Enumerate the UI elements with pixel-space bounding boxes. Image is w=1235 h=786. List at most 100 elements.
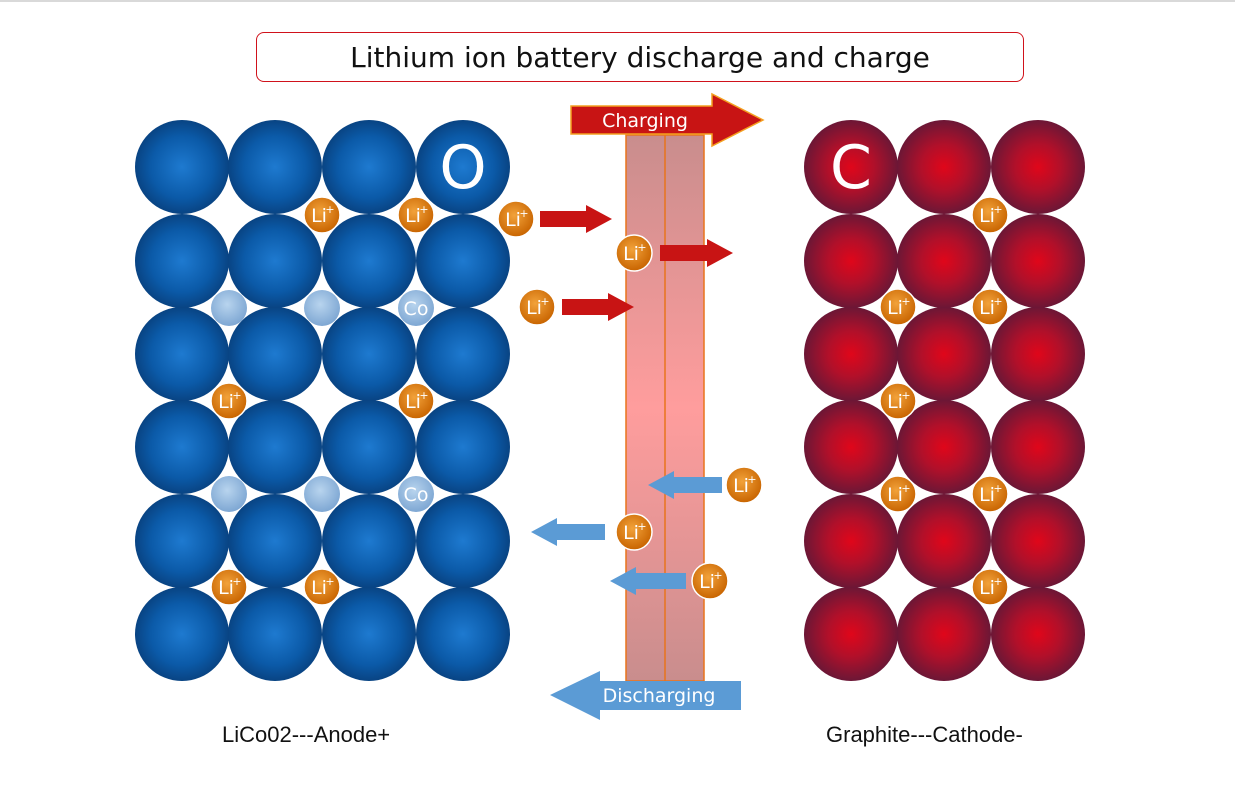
lithium-ion-charge: +	[993, 575, 1002, 588]
anode-atom	[135, 400, 229, 494]
cobalt-atom	[304, 476, 340, 512]
lithium-ion-label: Li	[526, 297, 542, 319]
cathode-atom	[991, 214, 1085, 308]
lithium-ion-label: Li	[699, 571, 715, 593]
charging-arrow	[570, 92, 765, 148]
cobalt-label: Co	[404, 484, 429, 506]
lithium-ion-charge: +	[419, 203, 428, 216]
diagram-title: Lithium ion battery discharge and charge	[256, 32, 1024, 82]
lithium-ion	[971, 288, 1009, 326]
anode-atom	[135, 494, 229, 588]
lithium-ion	[879, 382, 917, 420]
lithium-ion-label: Li	[979, 205, 995, 227]
cathode-atom	[804, 307, 898, 401]
discharging-direction-arrow	[648, 471, 722, 499]
anode-atom	[416, 400, 510, 494]
anode-atom	[135, 587, 229, 681]
charging-direction-arrow	[562, 293, 634, 321]
lithium-ion-charge: +	[901, 482, 910, 495]
lithium-ion-charge: +	[519, 207, 528, 220]
lithium-ion-label: Li	[979, 297, 995, 319]
lithium-ion-charge: +	[232, 389, 241, 402]
anode-atom	[416, 587, 510, 681]
lithium-ion-charge: +	[747, 473, 756, 486]
cathode-atom	[897, 400, 991, 494]
cathode-atom	[804, 214, 898, 308]
lithium-ion-charge: +	[993, 203, 1002, 216]
discharging-direction-arrow	[531, 518, 605, 546]
cobalt-atom	[304, 290, 340, 326]
lithium-ion	[397, 196, 435, 234]
lithium-ion	[518, 288, 556, 326]
lithium-ion	[691, 562, 729, 600]
cathode-atom	[991, 400, 1085, 494]
lithium-ion-charge: +	[540, 295, 549, 308]
lithium-ion	[303, 568, 341, 606]
lithium-ion	[210, 568, 248, 606]
lithium-ion	[303, 196, 341, 234]
lithium-ion-label: Li	[623, 522, 639, 544]
cathode-atom	[991, 587, 1085, 681]
lithium-ion-label: Li	[505, 209, 521, 231]
cobalt-atom	[398, 290, 434, 326]
charging-label: Charging	[602, 110, 688, 132]
cathode-atom	[804, 120, 898, 214]
anode-atom	[135, 120, 229, 214]
lithium-ion-label: Li	[733, 475, 749, 497]
lithium-ion	[615, 513, 653, 551]
cobalt-atom	[398, 476, 434, 512]
anode-atom	[416, 214, 510, 308]
anode-atom	[228, 214, 322, 308]
anode-atom	[322, 587, 416, 681]
cathode-atom	[991, 494, 1085, 588]
lithium-ion-charge: +	[993, 482, 1002, 495]
cobalt-label: Co	[404, 298, 429, 320]
lithium-ion	[725, 466, 763, 504]
lithium-ion	[879, 475, 917, 513]
lithium-ion	[971, 475, 1009, 513]
lithium-ion-charge: +	[901, 295, 910, 308]
lithium-ion-charge: +	[993, 295, 1002, 308]
anode-atom	[322, 494, 416, 588]
lithium-ion-label: Li	[311, 205, 327, 227]
lithium-ion	[971, 568, 1009, 606]
anode-atom	[228, 307, 322, 401]
cathode-caption: Graphite---Cathode-	[826, 722, 1023, 747]
lithium-ion	[971, 196, 1009, 234]
cathode-atom	[897, 587, 991, 681]
cathode-atom	[991, 120, 1085, 214]
lithium-ion	[497, 200, 535, 238]
discharging-direction-arrow	[610, 567, 686, 595]
charging-direction-arrow	[540, 205, 612, 233]
lithium-ion-charge: +	[713, 569, 722, 582]
lithium-ion-label: Li	[218, 577, 234, 599]
lithium-ion-label: Li	[887, 297, 903, 319]
lithium-ion-charge: +	[637, 241, 646, 254]
lithium-ion-label: Li	[979, 484, 995, 506]
cathode-atom	[897, 494, 991, 588]
lithium-ion-charge: +	[232, 575, 241, 588]
cathode-atom	[897, 214, 991, 308]
charging-direction-arrow	[660, 239, 733, 267]
lithium-ion-charge: +	[325, 203, 334, 216]
lithium-ion-charge: +	[637, 520, 646, 533]
anode-atom	[416, 307, 510, 401]
anode-atom	[322, 400, 416, 494]
cathode-atom-symbol: C	[830, 133, 872, 203]
anode-atom	[228, 494, 322, 588]
anode-atom-symbol: O	[439, 133, 486, 203]
anode-atom	[135, 214, 229, 308]
lithium-ion-label: Li	[218, 391, 234, 413]
lithium-ion-label: Li	[405, 205, 421, 227]
anode-atom	[228, 400, 322, 494]
lithium-ion-charge: +	[325, 575, 334, 588]
cobalt-atom	[211, 476, 247, 512]
discharging-arrow	[550, 671, 741, 720]
anode-atom	[135, 307, 229, 401]
cathode-atom	[897, 307, 991, 401]
lithium-ion	[615, 234, 653, 272]
title-text: Lithium ion battery discharge and charge	[350, 40, 930, 74]
lithium-ion-label: Li	[887, 484, 903, 506]
cobalt-atom	[211, 290, 247, 326]
